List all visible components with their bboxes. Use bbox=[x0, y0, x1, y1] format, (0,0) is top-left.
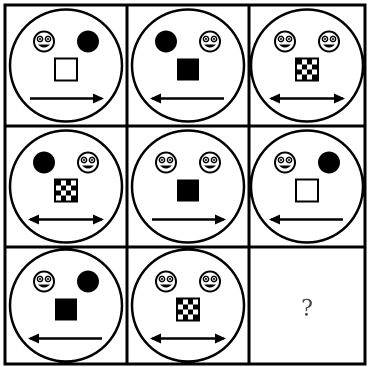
checker-tile bbox=[307, 70, 312, 75]
checker-tile bbox=[66, 191, 71, 196]
checker-tile bbox=[61, 186, 66, 191]
checker-tile bbox=[193, 305, 198, 310]
smiley-face-outline bbox=[156, 272, 176, 292]
smiley-right-pupil bbox=[288, 159, 290, 161]
checker-tile bbox=[307, 60, 312, 65]
smiley-face-icon bbox=[156, 272, 176, 292]
smiley-face-outline bbox=[34, 32, 54, 52]
smiley-right-pupil bbox=[288, 38, 290, 40]
smiley-left-pupil bbox=[39, 38, 41, 40]
smiley-face-icon bbox=[200, 272, 220, 292]
missing-cell-question-mark: ? bbox=[301, 297, 313, 322]
smiley-right-pupil bbox=[213, 159, 215, 161]
checker-tile bbox=[56, 181, 61, 186]
checker-tile bbox=[56, 191, 61, 196]
checker-tile bbox=[302, 65, 307, 70]
smiley-left-pupil bbox=[205, 278, 207, 280]
checker-tile bbox=[312, 75, 317, 80]
smiley-face-outline bbox=[156, 153, 176, 173]
smiley-right-pupil bbox=[332, 38, 334, 40]
smiley-face-outline bbox=[78, 153, 98, 173]
smiley-face-outline bbox=[275, 32, 295, 52]
smiley-left-pupil bbox=[205, 159, 207, 161]
checker-tile bbox=[66, 181, 71, 186]
smiley-face-outline bbox=[200, 32, 220, 52]
smiley-left-pupil bbox=[161, 159, 163, 161]
smiley-face-icon bbox=[200, 32, 220, 52]
smiley-face-outline bbox=[200, 153, 220, 173]
smiley-right-pupil bbox=[213, 278, 215, 280]
smiley-face-icon bbox=[200, 153, 220, 173]
checker-tile bbox=[183, 305, 188, 310]
black-dot-icon bbox=[33, 152, 55, 174]
checker-tile bbox=[297, 60, 302, 65]
checker-tile bbox=[302, 75, 307, 80]
smiley-face-icon bbox=[319, 32, 339, 52]
filled-square-icon bbox=[55, 299, 77, 321]
smiley-left-pupil bbox=[324, 38, 326, 40]
smiley-face-icon bbox=[78, 153, 98, 173]
smiley-right-pupil bbox=[169, 278, 171, 280]
black-dot-icon bbox=[155, 31, 177, 53]
smiley-face-outline bbox=[275, 153, 295, 173]
smiley-left-pupil bbox=[161, 278, 163, 280]
checker-tile bbox=[178, 300, 183, 305]
black-dot-icon bbox=[318, 152, 340, 174]
smiley-left-pupil bbox=[205, 38, 207, 40]
empty-square-icon bbox=[55, 59, 77, 81]
smiley-right-pupil bbox=[213, 38, 215, 40]
checker-tile bbox=[312, 65, 317, 70]
puzzle-cell bbox=[10, 131, 122, 243]
smiley-face-outline bbox=[200, 272, 220, 292]
smiley-face-icon bbox=[34, 272, 54, 292]
filled-square-icon bbox=[177, 180, 199, 202]
puzzle-cell bbox=[10, 10, 122, 122]
smiley-face-icon bbox=[275, 153, 295, 173]
checker-square-icon bbox=[177, 299, 199, 321]
smiley-face-icon bbox=[34, 32, 54, 52]
checker-square-icon bbox=[55, 180, 77, 202]
smiley-right-pupil bbox=[47, 278, 49, 280]
checker-tile bbox=[188, 310, 193, 315]
puzzle-cell bbox=[251, 131, 363, 243]
empty-square-icon bbox=[296, 180, 318, 202]
smiley-left-pupil bbox=[83, 159, 85, 161]
filled-square-icon bbox=[177, 59, 199, 81]
puzzle-cell bbox=[132, 250, 244, 362]
checker-tile bbox=[71, 186, 76, 191]
smiley-right-pupil bbox=[91, 159, 93, 161]
smiley-left-pupil bbox=[280, 38, 282, 40]
smiley-face-outline bbox=[319, 32, 339, 52]
puzzle-cell bbox=[132, 10, 244, 122]
checker-tile bbox=[178, 310, 183, 315]
puzzle-cell bbox=[10, 250, 122, 362]
checker-tile bbox=[297, 70, 302, 75]
checker-tile bbox=[188, 300, 193, 305]
smiley-face-icon bbox=[275, 32, 295, 52]
checker-tile bbox=[183, 315, 188, 320]
puzzle-cell bbox=[251, 10, 363, 122]
checker-tile bbox=[193, 315, 198, 320]
black-dot-icon bbox=[77, 31, 99, 53]
checker-tile bbox=[61, 196, 66, 201]
smiley-left-pupil bbox=[280, 159, 282, 161]
checker-tile bbox=[71, 196, 76, 201]
smiley-face-outline bbox=[34, 272, 54, 292]
smiley-left-pupil bbox=[39, 278, 41, 280]
smiley-face-icon bbox=[156, 153, 176, 173]
smiley-right-pupil bbox=[169, 159, 171, 161]
smiley-right-pupil bbox=[47, 38, 49, 40]
black-dot-icon bbox=[77, 271, 99, 293]
puzzle-cell bbox=[132, 131, 244, 243]
checker-square-icon bbox=[296, 59, 318, 81]
